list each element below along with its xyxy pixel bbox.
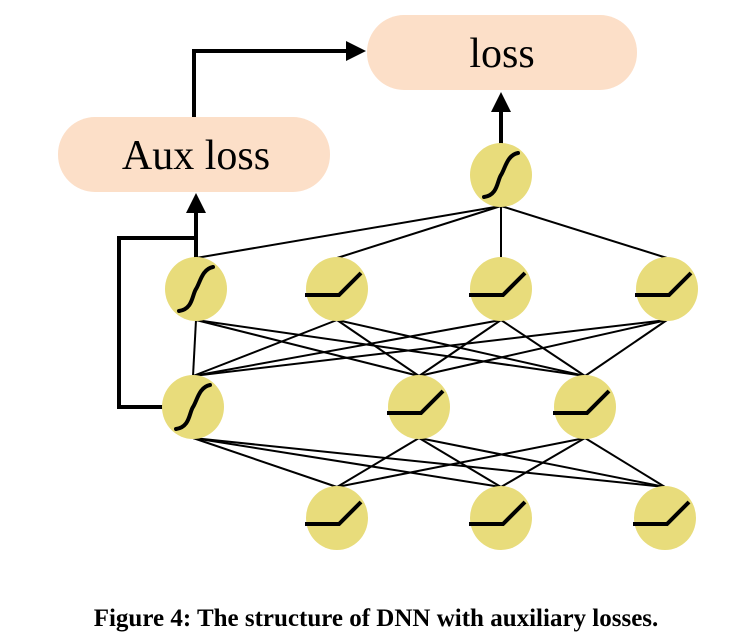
edge xyxy=(418,437,666,488)
edge xyxy=(500,205,668,259)
relu-icon xyxy=(635,271,693,297)
figure-caption: Figure 4: The structure of DNN with auxi… xyxy=(93,605,659,632)
aux-to-loss-arrow-head xyxy=(346,41,366,61)
edge xyxy=(500,319,586,377)
neurons xyxy=(162,143,698,550)
neuron-relu xyxy=(633,486,696,550)
edge xyxy=(195,319,420,377)
neuron-circle xyxy=(470,257,532,321)
neuron-relu xyxy=(469,486,532,550)
neuron-circle xyxy=(636,257,698,321)
dnn-diagram: loss Aux loss xyxy=(58,15,698,550)
skip-connector xyxy=(117,236,196,409)
edge xyxy=(584,437,666,488)
neuron-circle xyxy=(634,486,696,550)
aux-loss-label: Aux loss xyxy=(122,133,270,179)
loss-label: loss xyxy=(469,31,534,77)
edge xyxy=(584,319,668,377)
edge xyxy=(192,319,197,377)
output-arrow-head xyxy=(491,92,511,112)
neuron-circle xyxy=(470,486,532,550)
relu-icon xyxy=(305,500,363,526)
relu-icon xyxy=(305,271,363,297)
aux-arrow-head xyxy=(186,193,206,213)
neuron-relu xyxy=(387,375,450,439)
edge xyxy=(195,205,502,259)
edges xyxy=(192,205,668,488)
edge xyxy=(195,319,586,377)
relu-icon xyxy=(633,500,691,526)
edge xyxy=(192,319,338,377)
sigmoid-icon xyxy=(177,265,215,313)
neuron-relu xyxy=(553,375,616,439)
neuron-sigmoid xyxy=(162,375,224,439)
edge xyxy=(192,319,502,377)
edge xyxy=(418,437,502,488)
neuron-relu xyxy=(469,257,532,321)
neuron-sigmoid xyxy=(165,257,227,321)
neuron-circle xyxy=(388,375,450,439)
sigmoid-icon xyxy=(482,151,520,199)
neuron-relu xyxy=(305,257,368,321)
neuron-sigmoid xyxy=(470,143,532,207)
relu-icon xyxy=(553,389,611,415)
edge xyxy=(192,437,502,488)
relu-icon xyxy=(469,271,527,297)
neuron-relu xyxy=(305,486,368,550)
edge xyxy=(336,319,420,377)
neuron-circle xyxy=(554,375,616,439)
loss-boxes: loss Aux loss xyxy=(58,15,637,192)
aux-loss-box xyxy=(58,117,330,192)
aux-connectors xyxy=(117,41,511,409)
relu-icon xyxy=(387,389,445,415)
edge xyxy=(336,319,586,377)
aux-to-loss-connector xyxy=(192,49,348,117)
neuron-relu xyxy=(635,257,698,321)
edge xyxy=(336,205,502,259)
loss-box xyxy=(367,15,637,90)
neuron-circle xyxy=(306,486,368,550)
relu-icon xyxy=(469,500,527,526)
neuron-circle xyxy=(306,257,368,321)
edge xyxy=(336,437,420,488)
edge xyxy=(192,319,668,377)
edge xyxy=(192,437,338,488)
sigmoid-icon xyxy=(174,383,212,431)
edge xyxy=(192,437,666,488)
